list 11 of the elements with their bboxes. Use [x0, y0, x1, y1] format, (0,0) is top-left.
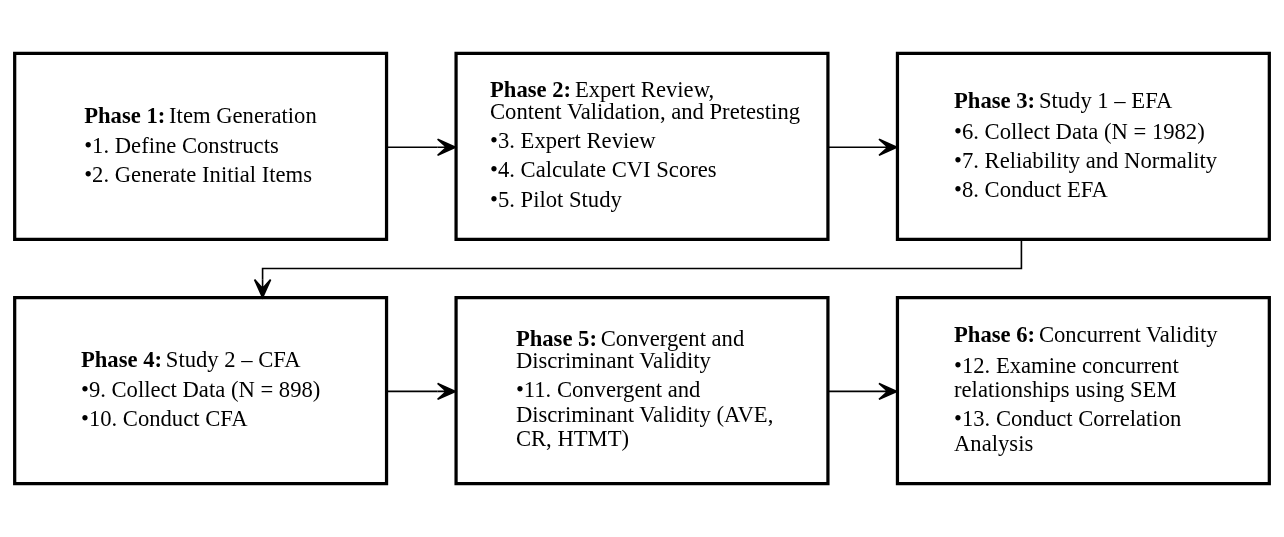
node-box: Phase 2: Expert Review, Content Validation, and Pretesting •3. Expert Review •4. Calculate CVI Scores •5. Pilot Study [454, 51, 830, 241]
node-box: Phase 3: Study 1 – EFA •6. Collect Data (N = 1982) •7. Reliability and Normality •8. Conduct EFA [895, 51, 1271, 241]
node-box: Phase 5: Convergent and Discriminant Validity •11. Convergent and Discriminant Validity (AVE, CR, HTMT) [454, 296, 830, 486]
arrow [386, 138, 457, 157]
node-box: Phase 1: Item Generation •1. Define Constructs •2. Generate Initial Items [13, 51, 389, 241]
arrow [827, 138, 898, 157]
node-box: Phase 4: Study 2 – CFA •9. Collect Data (N = 898) •10. Conduct CFA [13, 296, 389, 486]
arrow [253, 238, 1023, 299]
arrow [827, 382, 898, 401]
node-box: Phase 6: Concurrent Validity •12. Examine concurrent relationships using SEM •13. Conduct Correlation Analysis [895, 296, 1271, 486]
arrow [386, 382, 457, 401]
